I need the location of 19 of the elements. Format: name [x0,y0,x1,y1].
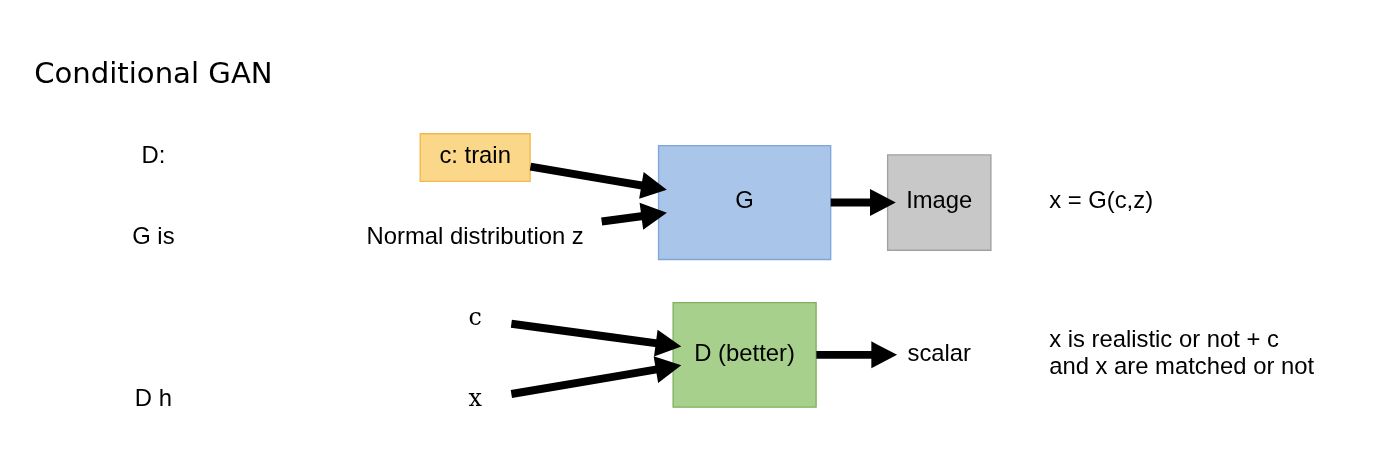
arrow [830,189,896,217]
label: G is [132,222,175,250]
label: D h [134,383,172,411]
arrow [510,356,682,398]
arrow [816,341,898,369]
label: Conditional GAN [34,55,273,90]
node-label: x = G(c,z) [1049,186,1154,214]
arrow [529,162,667,199]
node-label: x is realistic or not + c and x are matched or not [1049,325,1315,379]
arrow [510,319,682,357]
node-box: G [657,144,832,261]
node-text: Normal distribution z [366,222,584,250]
node-text: scalar [907,338,972,366]
node-text: c [468,302,482,331]
label: D: [141,141,166,169]
node-text: x [468,383,482,412]
node-box: c: train [419,133,531,183]
node-box: D (better) [672,301,817,408]
node-box: Image [886,154,992,251]
